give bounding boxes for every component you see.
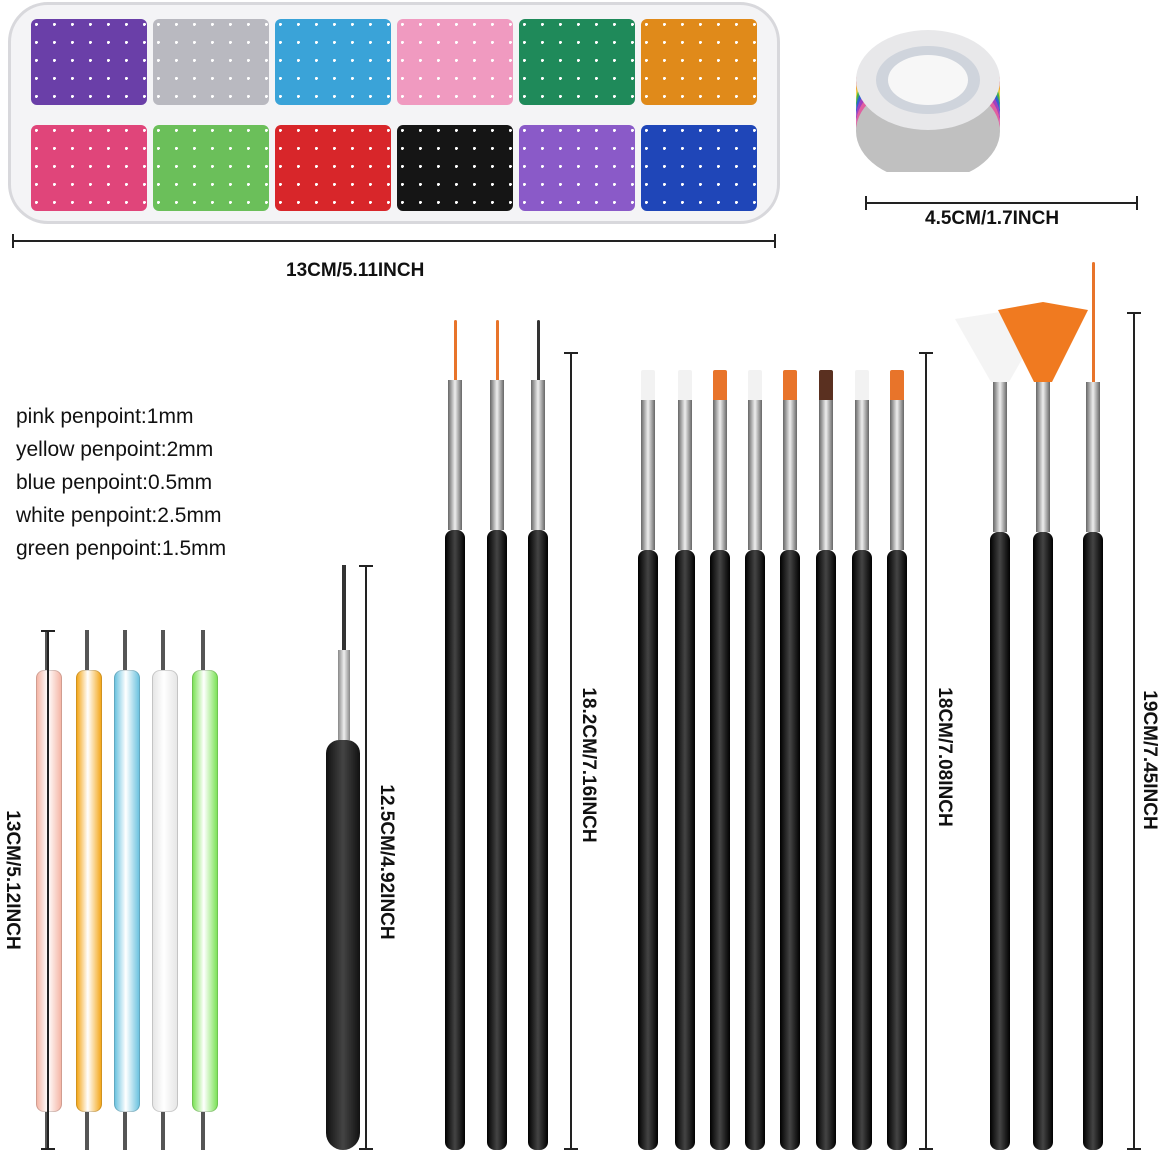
dotting-tool (114, 670, 140, 1112)
brush-handle (487, 530, 507, 1150)
spec-pink: pink penpoint:1mm (16, 405, 194, 428)
tape-dimension-line (865, 196, 1138, 210)
spec-blue: blue penpoint:0.5mm (16, 471, 213, 494)
dotting-tool (192, 670, 218, 1112)
dotting-tool (152, 670, 178, 1112)
spec-yellow: yellow penpoint:2mm (16, 438, 214, 461)
dotting-tool-tip (161, 1100, 165, 1150)
brush-handle (528, 530, 548, 1150)
brush-bristles (890, 370, 904, 400)
brush-handle (675, 550, 695, 1150)
rhinestone-compartment (153, 19, 269, 105)
brush-ferrule (748, 400, 762, 550)
rhinestone-compartment (31, 19, 147, 105)
dotting-tool (76, 670, 102, 1112)
brush-handle (990, 532, 1010, 1150)
brush-bristles (783, 370, 797, 400)
brush-ferrule (678, 400, 692, 550)
penpoint-spec-list: pink penpoint:1mm yellow penpoint:2mm bl… (16, 400, 226, 565)
fan-size-label: 19CM/7.45INCH (1139, 690, 1160, 830)
spec-green: green penpoint:1.5mm (16, 537, 227, 560)
rhinestone-compartment (31, 125, 147, 211)
brush-bristles (453, 320, 457, 380)
striping-tape-roll (856, 30, 1000, 172)
brush-ferrule (1086, 382, 1100, 532)
brush-ferrule (890, 400, 904, 550)
brush-ferrule (531, 380, 545, 530)
dotting-tool-tip (201, 1100, 205, 1150)
brush-ferrule (713, 400, 727, 550)
rhinestone-compartment (641, 19, 757, 105)
detail-brush-tip (342, 565, 346, 655)
rhinestone-compartment (275, 19, 391, 105)
brush-handle (1083, 532, 1103, 1150)
tray-dimension-line (12, 234, 776, 248)
dotting-tool (36, 670, 62, 1112)
brush-bristles (713, 370, 727, 400)
rhinestone-tray (8, 2, 780, 224)
brush-ferrule (855, 400, 869, 550)
dotting-dimension-line (41, 630, 55, 1150)
brush-bristles (748, 370, 762, 400)
tape-core (888, 55, 968, 105)
single-brush-size-label: 12.5CM/4.92INCH (376, 784, 397, 940)
liner-dimension-line (564, 352, 578, 1150)
dotting-tool-tip (123, 1100, 127, 1150)
brush-ferrule (1036, 382, 1050, 532)
brush-ferrule (993, 382, 1007, 532)
spec-white: white penpoint:2.5mm (16, 504, 222, 527)
brush-bristles (819, 370, 833, 400)
rhinestone-compartment (519, 125, 635, 211)
brush-handle (638, 550, 658, 1150)
brush-handle (887, 550, 907, 1150)
brush-handle (445, 530, 465, 1150)
detail-brush-handle (326, 740, 360, 1150)
rhinestone-compartment (641, 125, 757, 211)
brush-bristles (1091, 262, 1095, 382)
brush-handle (710, 550, 730, 1150)
brush-bristles (641, 370, 655, 400)
rhinestone-compartment (397, 125, 513, 211)
liner-size-label: 18.2CM/7.16INCH (578, 687, 599, 843)
brush-bristles (678, 370, 692, 400)
brush-handle (852, 550, 872, 1150)
dotting-tool-tip (85, 630, 89, 680)
brush-ferrule (783, 400, 797, 550)
single-brush-dimension-line (359, 565, 373, 1150)
brush-bristles (855, 370, 869, 400)
brush-bristles (495, 320, 499, 380)
brush-handle (780, 550, 800, 1150)
rhinestone-compartment (397, 19, 513, 105)
brush-handle (1033, 532, 1053, 1150)
dotting-tool-tip (123, 630, 127, 680)
brush-handle (745, 550, 765, 1150)
rhinestone-compartment (153, 125, 269, 211)
brush-handle (816, 550, 836, 1150)
brush-ferrule (448, 380, 462, 530)
flat-dimension-line (919, 352, 933, 1150)
tape-size-label: 4.5CM/1.7INCH (925, 208, 1060, 229)
brush-ferrule (490, 380, 504, 530)
dotting-tool-tip (85, 1100, 89, 1150)
dotting-size-label: 13CM/5.12INCH (2, 810, 23, 950)
brush-ferrule (819, 400, 833, 550)
flat-size-label: 18CM/7.08INCH (934, 687, 955, 827)
brush-bristles (536, 320, 540, 380)
dotting-tool-tip (201, 630, 205, 680)
fan-dimension-line (1127, 312, 1141, 1150)
dotting-tool-tip (161, 630, 165, 680)
detail-brush-ferrule (338, 650, 350, 740)
brush-ferrule (641, 400, 655, 550)
rhinestone-compartment (275, 125, 391, 211)
rhinestone-compartment (519, 19, 635, 105)
tray-size-label: 13CM/5.11INCH (286, 260, 425, 281)
